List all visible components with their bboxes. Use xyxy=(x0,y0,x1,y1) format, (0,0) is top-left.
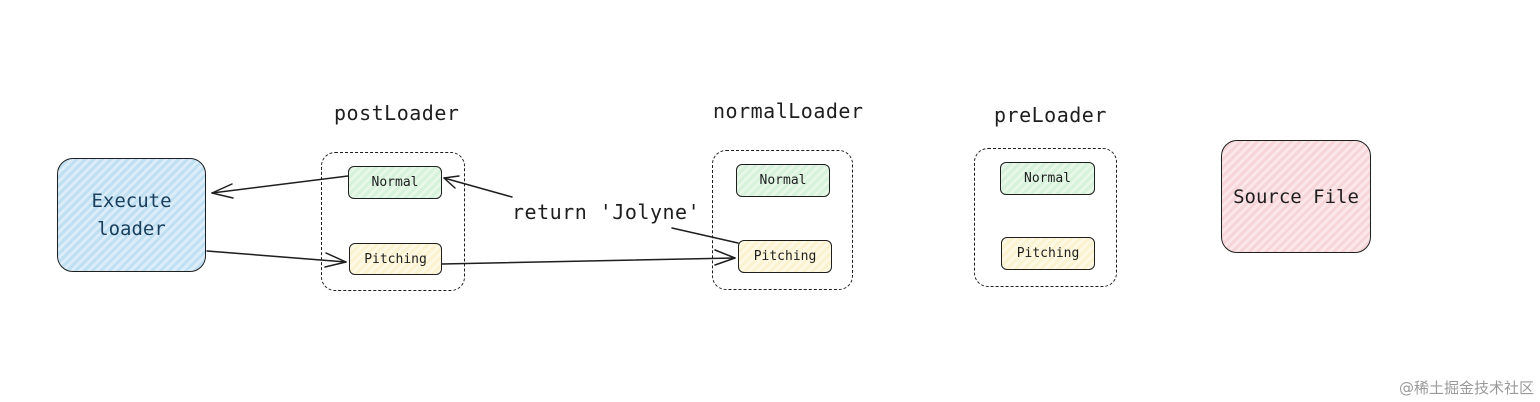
postloader-normal-node: Normal xyxy=(348,166,442,199)
postloader-label: postLoader xyxy=(334,101,460,125)
postloader-pitching-node: Pitching xyxy=(349,243,442,275)
preloader-normal-node: Normal xyxy=(1000,162,1095,195)
execute-loader-node: Execute loader xyxy=(57,158,206,272)
preloader-label: preLoader xyxy=(994,103,1107,127)
normalloader-group xyxy=(712,150,853,290)
preloader-group xyxy=(974,148,1117,287)
watermark: @稀土掘金技术社区 xyxy=(1398,379,1534,397)
preloader-pitching-node: Pitching xyxy=(1001,237,1095,270)
source-file-node: Source File xyxy=(1221,140,1371,253)
postloader-group xyxy=(321,152,465,291)
normalloader-pitching-node: Pitching xyxy=(738,240,832,273)
normalloader-normal-node: Normal xyxy=(736,164,830,197)
arrow-normal-to-execute xyxy=(211,175,349,199)
arrow-pitching-to-pitching xyxy=(441,249,736,266)
arrow-return-to-normal xyxy=(443,175,739,244)
arrow-execute-to-pitching xyxy=(206,250,347,268)
normalloader-label: normalLoader xyxy=(713,99,864,123)
return-note: return 'Jolyne' xyxy=(512,200,701,224)
